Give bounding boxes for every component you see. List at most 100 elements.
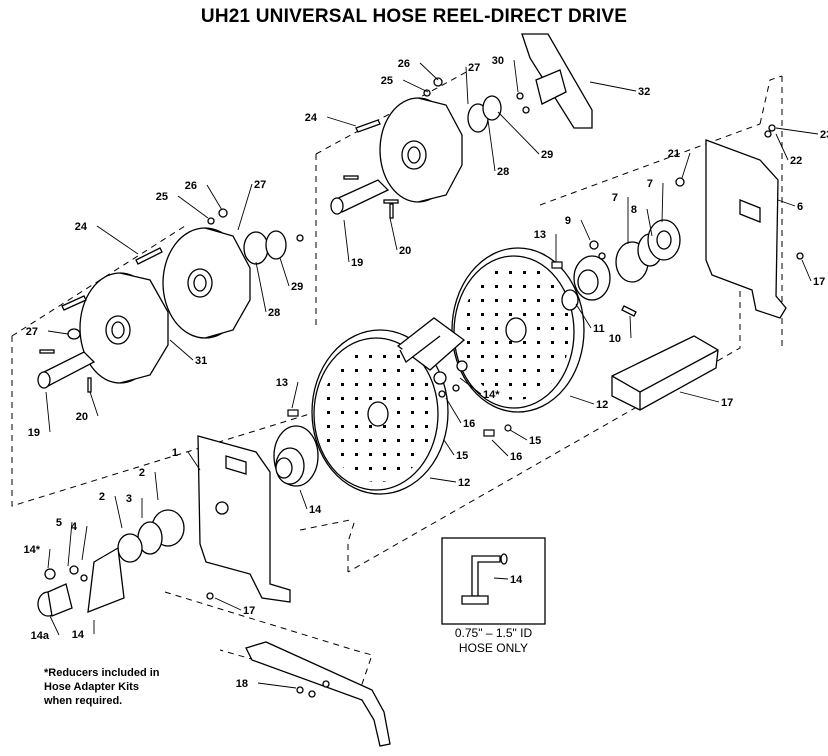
left-bearing-set [117,509,185,563]
hose-swivel-assembly [37,546,125,617]
part-callout: 4 [71,521,78,533]
leader-line [580,219,591,241]
inset-caption-line2: HOSE ONLY [458,641,529,655]
part-callout: 7 [612,192,618,204]
left-motor-assembly [37,208,304,393]
part-callout: 7 [647,178,653,190]
part-callout: 26 [398,58,410,70]
part-callout: 17 [813,276,825,288]
part-callout: 26 [185,180,197,192]
part-callout: 9 [565,215,571,227]
inset-caption-line1: 0.75" – 1.5" ID [454,626,533,640]
part-callout: 14* [483,389,500,401]
part-callout: 29 [291,281,303,293]
leader-line [513,59,519,93]
leader-line [96,225,139,255]
leader-line [429,477,457,483]
leader-line [445,397,462,424]
part-callout: 15 [456,450,468,462]
leader-line [575,303,592,329]
leader-line [569,395,595,405]
footnote-line-2: Hose Adapter Kits [44,681,139,693]
part-callout: 14* [23,544,40,556]
part-callout: 24 [305,112,318,124]
leader-line [775,127,819,135]
part-callout: 28 [497,166,509,178]
part-callout: 16 [463,418,475,430]
leader-line [487,119,496,172]
reel-front-disc [311,329,449,495]
part-callout: 19 [28,427,40,439]
leader-line [81,525,88,561]
leader-line [493,577,509,580]
leader-line [47,548,51,569]
part-callout: 8 [631,204,637,216]
part-callout: 32 [638,86,650,98]
part-callout: 25 [381,75,393,87]
reducer-footnote: *Reducers included in Hose Adapter Kits … [44,666,160,708]
leader-line [187,451,201,471]
footnote-line-3: when required. [44,695,123,707]
part-callout: 2 [139,467,145,479]
part-callout: 11 [593,323,605,335]
diagram-title: UH21 UNIVERSAL HOSE REEL-DIRECT DRIVE [200,6,628,27]
leader-line [206,184,223,211]
leader-line [419,62,439,81]
inset-pipe [461,553,508,605]
part-callout: 28 [268,307,280,319]
part-callout: 13 [276,377,288,389]
reel-hardware [287,261,563,437]
leader-line [177,195,209,219]
part-callout: 25 [156,191,168,203]
leader-line [279,257,290,287]
part-callout: 6 [797,201,803,213]
coupling-assembly [615,219,681,283]
part-callout: 15 [529,435,541,447]
part-callout: 29 [541,149,553,161]
leader-line [389,217,398,251]
part-callout: 13 [534,229,546,241]
footnote-line-1: *Reducers included in [44,667,160,679]
leader-line [49,615,60,636]
leader-line [681,152,691,179]
part-callout: 30 [492,55,504,67]
leader-line [299,489,308,510]
leader-line [326,116,357,127]
dashed-guide-lines [11,69,783,691]
leader-line [257,682,297,689]
leader-line [459,377,482,395]
part-callout: 23 [820,129,828,141]
lower-support-bar [245,641,391,747]
leader-line [775,133,789,161]
leader-line [47,330,69,335]
bearing-flange-assembly [561,240,637,317]
leader-line [45,391,51,433]
leader-line [777,199,796,207]
leader-line [343,219,350,263]
part-callout: 14 [72,629,85,641]
part-callout: 16 [510,451,522,463]
part-callout: 2 [99,491,105,503]
leader-line [89,391,99,417]
part-callout: 27 [254,179,266,191]
leader-line [214,597,242,611]
part-callout: 1 [172,447,178,459]
leader-line [801,259,812,282]
part-callout: 3 [126,493,132,505]
leader-line [67,521,73,567]
part-callout: 22 [790,155,802,167]
leader-line [497,111,540,155]
part-callout: 17 [721,397,733,409]
part-callout: 18 [236,678,248,690]
leader-line [465,66,469,105]
top-motor-assembly [330,33,593,219]
right-bracket [675,124,804,319]
part-callout: 20 [76,411,88,423]
part-callout: 10 [609,333,621,345]
leader-line [491,439,509,457]
part-callout: 19 [351,257,363,269]
reel-hub [273,425,319,487]
reel-center-tube [396,317,468,398]
